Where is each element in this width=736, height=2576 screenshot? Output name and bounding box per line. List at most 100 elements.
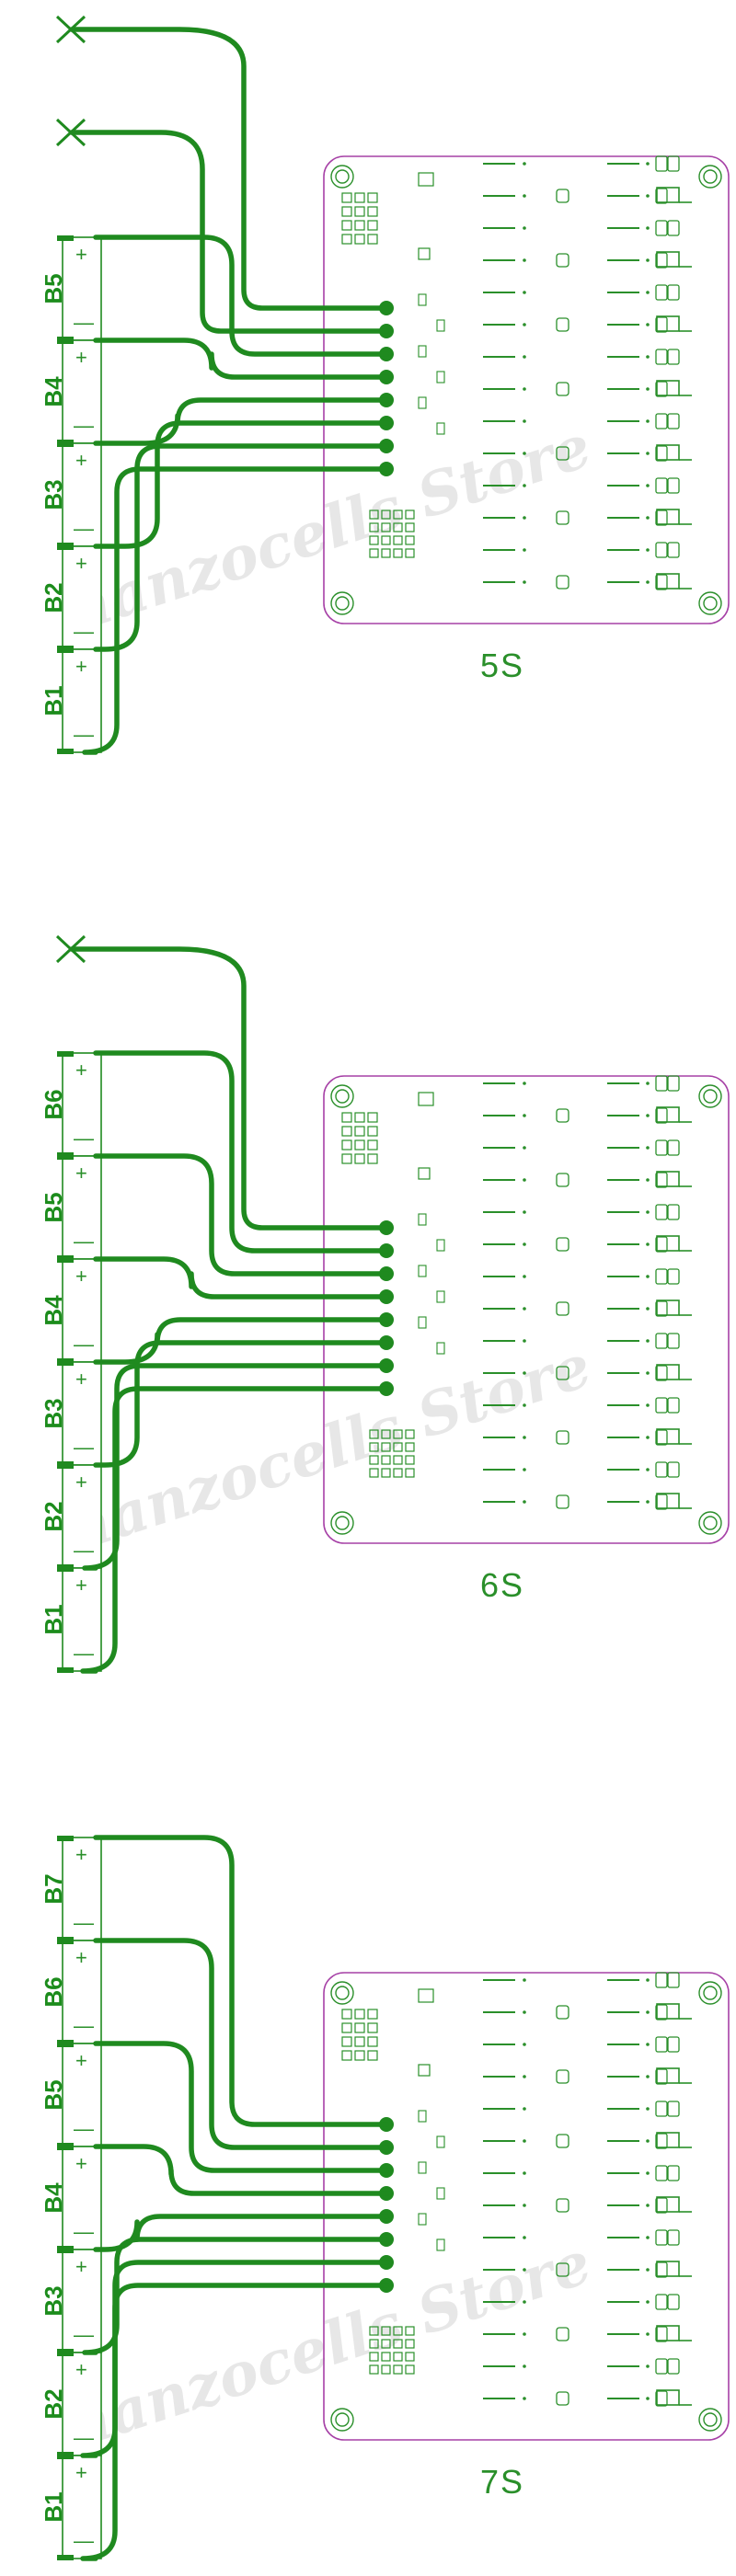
via-dot <box>523 484 526 487</box>
smd-pad <box>393 509 403 520</box>
battery-body <box>62 1052 102 1157</box>
mount-hole-inner <box>335 596 350 611</box>
plus-sign: + <box>75 346 87 369</box>
via-dot <box>646 452 650 455</box>
smd-pad <box>381 1429 391 1439</box>
pad-mark <box>667 1139 680 1156</box>
pad-mark <box>655 2261 668 2278</box>
battery-label-b2: B2 <box>40 2388 67 2419</box>
battery-cell: +—B1 <box>40 2454 102 2560</box>
plus-sign: + <box>75 2358 87 2381</box>
via-dot <box>646 355 650 359</box>
via-dot <box>646 226 650 230</box>
x-mark-stroke <box>55 118 86 147</box>
via-dot <box>646 258 650 262</box>
capacitor-mark <box>556 2134 569 2148</box>
mount-hole-icon <box>698 165 722 189</box>
smd-pad <box>369 1455 379 1465</box>
smd-pad <box>367 2050 378 2061</box>
via-dot <box>646 2010 650 2014</box>
minus-sign: — <box>74 517 94 540</box>
battery-cell: +—B6 <box>40 1939 102 2045</box>
terminal-tab-top <box>57 2454 74 2459</box>
smd-pad <box>381 1455 391 1465</box>
smd-pad <box>436 2135 445 2148</box>
via-dot <box>523 1339 526 1343</box>
smd-pad <box>436 1239 445 1252</box>
open-wire <box>69 27 389 311</box>
via-dot <box>646 2204 650 2207</box>
battery-cell: +—B5 <box>40 235 102 342</box>
terminal-tab-top <box>57 2248 74 2253</box>
battery-body <box>62 442 102 547</box>
via-dot <box>523 2204 526 2207</box>
smd-pad <box>354 234 365 245</box>
pad-mark <box>655 477 668 494</box>
pad-mark <box>655 2390 668 2407</box>
smd-pad <box>393 2326 403 2336</box>
smd-pad <box>393 2352 403 2362</box>
smd-pad <box>381 2364 391 2375</box>
smd-pad <box>381 2326 391 2336</box>
mosfet-mark <box>656 315 680 332</box>
terminal-tab-top <box>57 1360 74 1366</box>
via-dot <box>523 1210 526 1214</box>
battery-cell: +—B2 <box>40 2351 102 2457</box>
minus-sign: — <box>74 620 94 643</box>
mosfet-mark <box>656 509 680 525</box>
smd-pad <box>367 2036 378 2047</box>
terminal-tab-top <box>57 235 74 241</box>
smd-pad <box>418 2064 431 2077</box>
pad-mark <box>667 284 680 301</box>
mosfet-mark <box>656 2325 680 2341</box>
via-dot <box>523 258 526 262</box>
via-dot <box>523 355 526 359</box>
via-dot <box>646 2043 650 2046</box>
via-dot <box>646 484 650 487</box>
mosfet-mark <box>656 1428 680 1445</box>
terminal-tab-top <box>57 647 74 653</box>
pad-mark <box>655 349 668 365</box>
smd-pad <box>367 1112 378 1123</box>
smd-pad <box>367 1153 378 1164</box>
battery-cell: +—B1 <box>40 1566 102 1673</box>
capacitor-mark <box>556 2262 569 2277</box>
via-dot <box>646 2332 650 2336</box>
terminal-tab-top <box>57 338 74 344</box>
smd-pad <box>418 1988 434 2003</box>
via-dot <box>523 2107 526 2111</box>
terminal-tab-bottom <box>57 749 74 754</box>
battery-wire <box>80 2283 389 2561</box>
smd-pad <box>393 1455 403 1465</box>
via-dot <box>646 419 650 423</box>
capacitor-mark <box>556 189 569 203</box>
smd-pad <box>341 2009 352 2020</box>
smd-pad <box>418 1265 427 1277</box>
plus-sign: + <box>75 552 87 575</box>
pad-mark <box>655 1075 668 1092</box>
smd-pad <box>393 1468 403 1478</box>
via-dot <box>646 1242 650 1246</box>
via-dot <box>646 2236 650 2239</box>
smd-pad <box>369 535 379 545</box>
smd-pad <box>369 1429 379 1439</box>
via-dot <box>523 1146 526 1150</box>
smd-pad <box>418 2213 427 2226</box>
mount-hole-inner <box>703 169 718 184</box>
smd-pad <box>341 2022 352 2033</box>
capacitor-mark <box>556 2069 569 2084</box>
smd-pad <box>341 192 352 203</box>
plus-sign: + <box>75 655 87 678</box>
pad-mark <box>655 1236 668 1253</box>
plus-sign: + <box>75 1368 87 1391</box>
capacitor-mark <box>556 2198 569 2213</box>
smd-pad <box>418 172 434 187</box>
smd-pad <box>381 509 391 520</box>
via-dot <box>646 387 650 391</box>
mount-hole-inner <box>703 1986 718 2000</box>
smd-pad <box>393 1429 403 1439</box>
via-dot <box>523 2236 526 2239</box>
capacitor-mark <box>556 510 569 525</box>
pad-mark <box>667 2036 680 2053</box>
battery-label-b5: B5 <box>40 2079 67 2110</box>
